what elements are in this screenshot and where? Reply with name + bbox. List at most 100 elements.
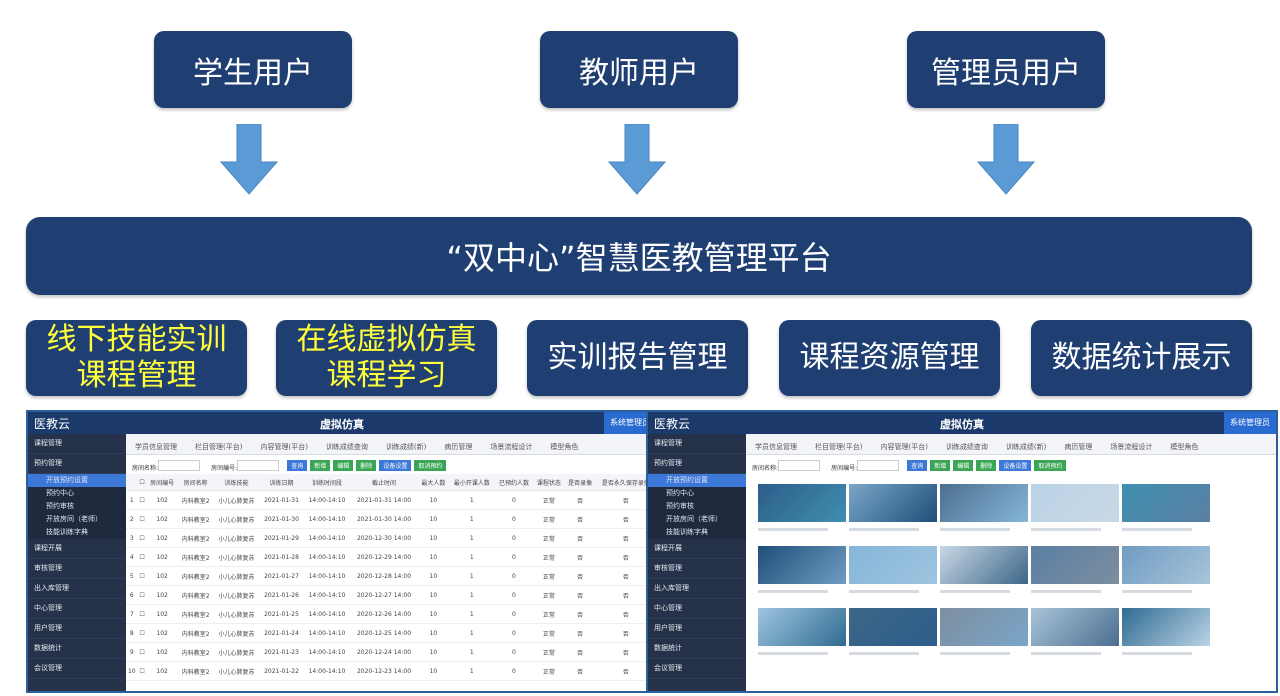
course-card[interactable]: [940, 484, 1028, 540]
course-card[interactable]: [1031, 484, 1119, 540]
admin-label[interactable]: 系统管理员: [1224, 412, 1276, 434]
sidebar-item[interactable]: 中心管理: [648, 599, 746, 619]
table-cell: 14:00-14:10: [303, 642, 351, 662]
room-name-input[interactable]: [778, 460, 821, 471]
table-cell: 正常: [533, 585, 565, 605]
sidebar-subitem[interactable]: 预约审核: [28, 500, 126, 513]
row-checkbox[interactable]: ☐: [137, 490, 147, 510]
tab[interactable]: 栏目管理(平台): [815, 443, 863, 451]
sidebar-item[interactable]: 审核管理: [648, 559, 746, 579]
tab[interactable]: 训练成绩查询: [945, 443, 988, 451]
course-card[interactable]: [849, 608, 937, 664]
room-no-input[interactable]: [237, 460, 280, 471]
sidebar-item[interactable]: 课程开展: [648, 539, 746, 559]
device-settings-button[interactable]: 设备设置: [379, 460, 412, 471]
tab[interactable]: 内容管理(平台): [260, 443, 308, 451]
tab[interactable]: 场景流程设计: [490, 443, 533, 451]
sidebar-item[interactable]: 出入库管理: [28, 579, 126, 599]
row-checkbox[interactable]: ☐: [137, 642, 147, 662]
sidebar-subitem[interactable]: 开放房间（老师）: [648, 513, 746, 526]
tab[interactable]: 学员信息管理: [755, 443, 797, 451]
sidebar-subitem[interactable]: 预约中心: [648, 487, 746, 500]
tab[interactable]: 模型角色: [550, 443, 579, 451]
delete-button[interactable]: 删除: [976, 460, 997, 471]
sidebar-item[interactable]: 会议管理: [648, 659, 746, 679]
query-button[interactable]: 查询: [287, 460, 308, 471]
row-checkbox[interactable]: ☐: [137, 661, 147, 681]
add-button[interactable]: 新增: [310, 460, 331, 471]
sidebar-item[interactable]: 数据统计: [28, 639, 126, 659]
admin-label[interactable]: 系统管理员: [604, 412, 656, 434]
sidebar-subitem[interactable]: 预约中心: [28, 487, 126, 500]
sidebar-item[interactable]: 用户管理: [28, 619, 126, 639]
sidebar-subitem[interactable]: 开放预约设置: [28, 474, 126, 487]
delete-button[interactable]: 删除: [356, 460, 377, 471]
row-checkbox[interactable]: ☐: [137, 585, 147, 605]
add-button[interactable]: 新增: [930, 460, 951, 471]
course-card[interactable]: [1031, 608, 1119, 664]
course-card[interactable]: [940, 608, 1028, 664]
sidebar-item[interactable]: 预约管理: [648, 454, 746, 474]
query-button[interactable]: 查询: [907, 460, 928, 471]
course-card[interactable]: [1122, 484, 1210, 540]
tab[interactable]: 内容管理(平台): [880, 443, 928, 451]
row-checkbox[interactable]: ☐: [137, 509, 147, 529]
sidebar-subitem[interactable]: 技能训练字典: [28, 526, 126, 539]
course-card[interactable]: [1122, 546, 1210, 602]
sidebar-item[interactable]: 预约管理: [28, 454, 126, 474]
course-card[interactable]: [758, 546, 846, 602]
cancel-booking-button[interactable]: 取消预约: [414, 460, 447, 471]
sidebar-item[interactable]: 出入库管理: [648, 579, 746, 599]
edit-button[interactable]: 编辑: [953, 460, 974, 471]
tab[interactable]: 病历管理: [1064, 443, 1093, 451]
course-card[interactable]: [1122, 608, 1210, 664]
row-checkbox[interactable]: ☐: [137, 547, 147, 567]
course-card[interactable]: [940, 546, 1028, 602]
sidebar-subitem[interactable]: 开放房间（老师）: [28, 513, 126, 526]
tab[interactable]: 栏目管理(平台): [195, 443, 243, 451]
row-checkbox[interactable]: ☐: [137, 566, 147, 586]
tab[interactable]: 场景流程设计: [1110, 443, 1153, 451]
sidebar-subitem[interactable]: 技能训练字典: [648, 526, 746, 539]
row-checkbox[interactable]: ☐: [137, 623, 147, 643]
sidebar-item[interactable]: 数据统计: [648, 639, 746, 659]
sidebar-item[interactable]: 用户管理: [648, 619, 746, 639]
tab[interactable]: 学员信息管理: [135, 443, 177, 451]
tab[interactable]: 病历管理: [444, 443, 473, 451]
sidebar-item[interactable]: 课程开展: [28, 539, 126, 559]
tab[interactable]: 训练成绩查询: [325, 443, 368, 451]
tab[interactable]: 训练成绩(新): [385, 443, 427, 451]
sidebar-item[interactable]: 课程管理: [648, 434, 746, 454]
tab[interactable]: 训练成绩(新): [1005, 443, 1047, 451]
course-card[interactable]: [849, 484, 937, 540]
course-card[interactable]: [1031, 546, 1119, 602]
table-cell: 否: [595, 490, 656, 510]
room-name-input[interactable]: [158, 460, 201, 471]
course-card[interactable]: [758, 484, 846, 540]
cancel-booking-button[interactable]: 取消预约: [1034, 460, 1067, 471]
sidebar-item[interactable]: 课程管理: [28, 434, 126, 454]
sidebar-subitem[interactable]: 预约审核: [648, 500, 746, 513]
course-card[interactable]: [849, 546, 937, 602]
sidebar-item[interactable]: 审核管理: [28, 559, 126, 579]
row-checkbox[interactable]: ☐: [137, 604, 147, 624]
sidebar-subitem[interactable]: 开放预约设置: [648, 474, 746, 487]
sidebar-item[interactable]: 会议管理: [28, 659, 126, 679]
edit-button[interactable]: 编辑: [333, 460, 354, 471]
course-card[interactable]: [758, 608, 846, 664]
room-no-input[interactable]: [857, 460, 900, 471]
tab[interactable]: 模型角色: [1170, 443, 1199, 451]
sidebar-item[interactable]: 中心管理: [28, 599, 126, 619]
device-settings-button[interactable]: 设备设置: [999, 460, 1032, 471]
row-checkbox[interactable]: ☐: [137, 528, 147, 548]
